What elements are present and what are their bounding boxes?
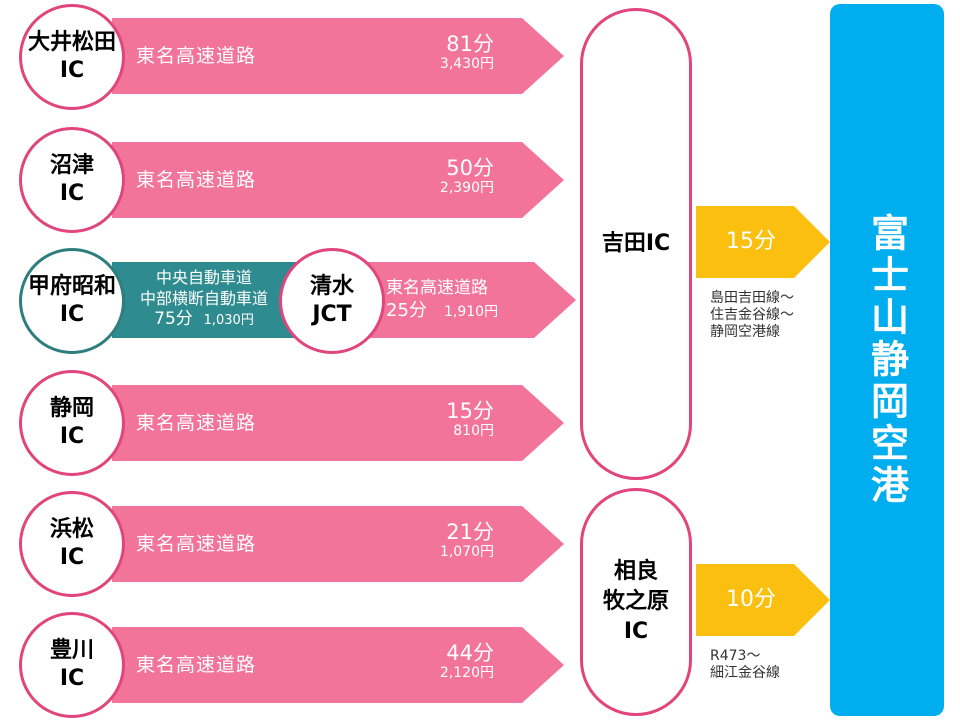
time-label: 81分 [446,32,494,56]
origin-numazu-ic: 沼津 IC [19,127,125,233]
origin-hamamatsu-ic: 浜松 IC [19,491,125,597]
yoshida-time: 15分 [726,229,776,254]
yoshida-ic: 吉田IC [580,8,692,480]
origin-toyokawa-ic: 豊川 IC [19,612,125,718]
route-arrow-hamamatsu: 東名高速道路 21分 1,070円 [112,506,564,582]
road-bar-chuo: 中央自動車道 中部横断自動車道 75分 1,030円 [112,262,296,338]
route-arrow-oimatsuda: 東名高速道路 81分 3,430円 [112,18,564,94]
sagara-makinohara-ic: 相良 牧之原 IC [580,488,692,716]
road-label: 東名高速道路 [136,412,257,434]
fare-label: 2,390円 [439,180,494,196]
sagara-route-note: R473～ 細江金谷線 [710,648,780,681]
route-arrow-numazu: 東名高速道路 50分 2,390円 [112,142,564,218]
shimizu-jct: 清水 JCT [279,248,385,354]
destination-airport: 富士山静岡空港 [830,4,944,716]
time-label: 21分 [446,520,494,544]
sagara-to-airport-arrow: 10分 [696,564,830,636]
road-label: 東名高速道路 [136,654,257,676]
fare-label: 1,910円 [444,304,499,320]
road-label: 東名高速道路 [136,533,257,555]
road-label-chubu: 中部横断自動車道 [139,289,268,308]
road-label: 東名高速道路 [386,278,488,298]
route-arrow-shizuoka: 東名高速道路 15分 810円 [112,385,564,461]
yoshida-route-note: 島田吉田線～ 住吉金谷線～ 静岡空港線 [710,290,794,340]
fare-label: 810円 [453,423,494,439]
origin-shizuoka-ic: 静岡 IC [19,370,125,476]
road-label: 東名高速道路 [136,169,257,191]
fare-label: 2,120円 [439,665,494,681]
fare-label: 3,430円 [439,56,494,72]
yoshida-to-airport-arrow: 15分 [696,206,830,278]
route-arrow-toyokawa: 東名高速道路 44分 2,120円 [112,627,564,703]
time-fare-chuo: 75分 1,030円 [154,309,254,329]
origin-oimatsuda-ic: 大井松田 IC [19,4,125,110]
sagara-time: 10分 [726,587,776,612]
time-label: 50分 [446,156,494,180]
time-label: 25分 [386,300,427,321]
origin-kofushowa-ic: 甲府昭和 IC [19,248,125,354]
time-label: 44分 [446,641,494,665]
road-label-chuo: 中央自動車道 [155,268,252,287]
time-label: 15分 [446,399,494,423]
fare-label: 1,070円 [439,544,494,560]
road-label: 東名高速道路 [136,45,257,67]
